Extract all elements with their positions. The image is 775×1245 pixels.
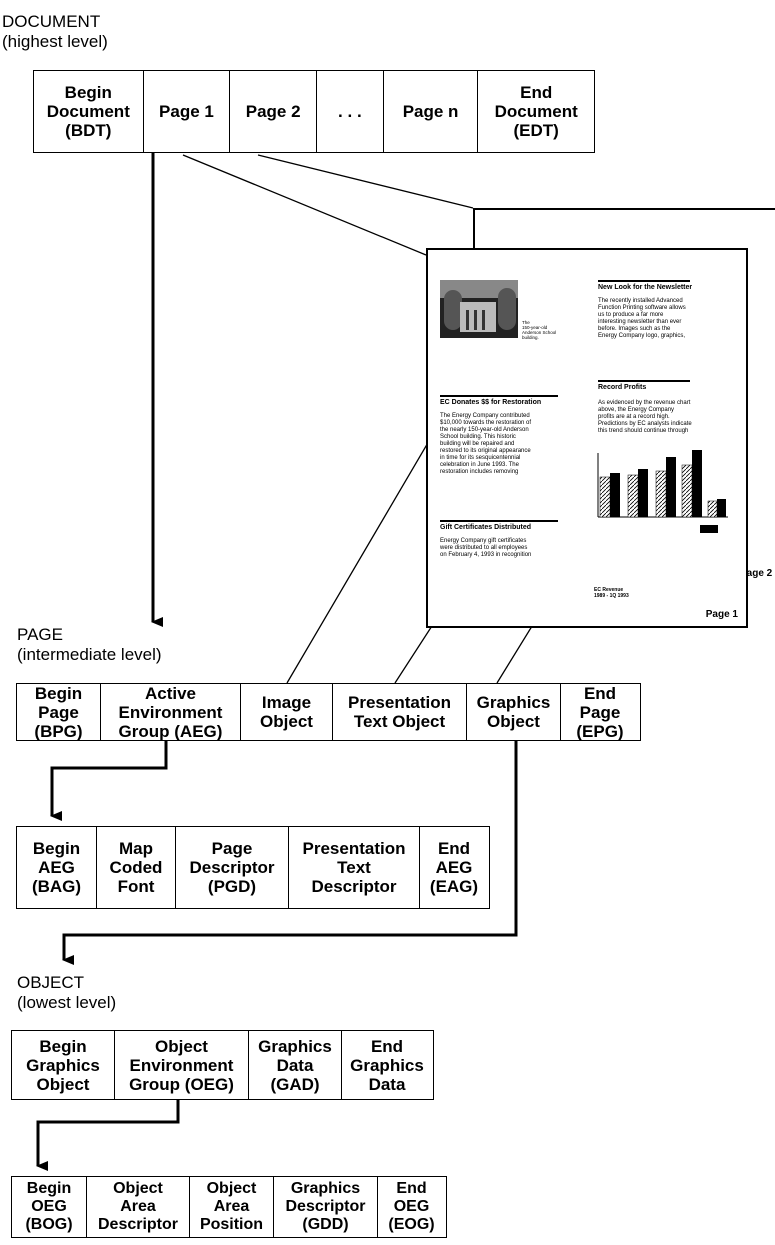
image-object-cell: Image Object — [241, 684, 333, 740]
chart-bar — [717, 499, 726, 517]
next-page-label: Page 2 — [740, 568, 773, 579]
rule-gift — [440, 520, 558, 522]
begin-graphics-object-cell: Begin Graphics Object — [12, 1031, 115, 1099]
heading-restoration: EC Donates $$ for Restoration — [440, 399, 542, 406]
text-restoration: The Energy Company contributed $10,000 t… — [440, 413, 532, 475]
chart-bar — [638, 469, 648, 517]
begin-oeg-cell: Begin OEG (BOG) — [12, 1177, 87, 1237]
page-row: Begin Page (BPG) Active Environment Grou… — [16, 683, 641, 741]
text-gift: Energy Company gift certificates were di… — [440, 538, 532, 558]
end-oeg-cell: End OEG (EOG) — [388, 1180, 435, 1233]
object-area-descriptor-cell: Object Area Descriptor — [87, 1177, 190, 1237]
begin-document-cell: Begin Document (BDT) — [34, 71, 144, 152]
heading-gift: Gift Certificates Distributed — [440, 524, 532, 531]
graphics-descriptor-cell: Graphics Descriptor (GDD) — [274, 1177, 378, 1237]
end-document-cell: End Document (EDT) — [494, 83, 578, 140]
end-page-cell: End Page (EPG) — [576, 683, 624, 741]
chart-bar — [681, 464, 693, 518]
aeg-row: Begin AEG (BAG) Map Coded Font Page Desc… — [16, 826, 490, 909]
line-page1-to-sheet — [182, 154, 427, 256]
rule-profits — [598, 380, 690, 382]
heading-newsletter: New Look for the Newsletter — [598, 284, 693, 291]
chart-bar — [599, 476, 611, 518]
active-environment-group-cell: Active Environment Group (AEG) — [101, 684, 241, 741]
oeg-row: Begin OEG (BOG) Object Area Descriptor O… — [11, 1176, 447, 1238]
object-level-label: OBJECT (lowest level) — [17, 973, 116, 1013]
page-number: Page 1 — [705, 609, 738, 620]
text-newsletter: The recently installed Advanced Function… — [598, 298, 686, 339]
object-environment-group-cell: Object Environment Group (OEG) — [115, 1031, 249, 1099]
photo-caption: The 150-year-old Anderson School buildin… — [522, 320, 557, 340]
end-graphics-data-cell: End Graphics Data — [350, 1036, 424, 1094]
page-2-cell: Page 2 — [230, 71, 317, 152]
graphics-data-cell: Graphics Data (GAD) — [249, 1031, 342, 1099]
rule-newsletter — [598, 280, 690, 282]
text-profits: As evidenced by the revenue chart above,… — [598, 400, 692, 434]
object-area-position-cell: Object Area Position — [190, 1177, 274, 1237]
arrow-graphics-to-object — [62, 740, 518, 965]
page-descriptor-cell: Page Descriptor (PGD) — [176, 827, 289, 908]
chart-bar — [666, 457, 676, 517]
page-n-cell: Page n — [384, 71, 479, 152]
arrow-oeg-to-detail — [36, 1098, 180, 1171]
object-level-subtitle: (lowest level) — [17, 993, 117, 1012]
mini-revenue-chart — [597, 450, 728, 533]
chart-legend — [700, 525, 718, 533]
chart-bar — [610, 473, 620, 517]
chart-bar — [707, 500, 718, 518]
page-level-subtitle: (intermediate level) — [17, 645, 162, 664]
map-coded-font-cell: Map Coded Font — [97, 827, 176, 908]
chart-bar — [655, 470, 667, 518]
begin-page-cell: Begin Page (BPG) — [17, 684, 101, 741]
object-level-title: OBJECT — [17, 973, 85, 992]
arrow-aeg-to-detail — [50, 740, 168, 821]
sample-page: The 150-year-old Anderson School buildin… — [426, 248, 748, 628]
building-photo — [440, 280, 518, 338]
page-level-title: PAGE — [17, 625, 63, 644]
document-level-subtitle: (highest level) — [2, 32, 108, 51]
chart-bar — [627, 474, 639, 518]
ellipsis-cell: . . . — [317, 71, 384, 152]
heading-profits: Record Profits — [598, 384, 647, 391]
end-aeg-cell: End AEG (EAG) — [429, 839, 479, 896]
object-row: Begin Graphics Object Object Environment… — [11, 1030, 434, 1100]
presentation-text-object-cell: Presentation Text Object — [333, 684, 467, 740]
line-page2-to-sheet — [257, 154, 474, 209]
document-level-title: DOCUMENT — [2, 12, 101, 31]
page-level-label: PAGE (intermediate level) — [17, 625, 162, 665]
document-row: Begin Document (BDT) Page 1 Page 2 . . .… — [33, 70, 595, 153]
page-1-cell: Page 1 — [144, 71, 231, 152]
rule-restoration — [440, 395, 558, 397]
chart-caption: EC Revenue 1989 - 1Q 1993 — [594, 587, 629, 599]
document-level-label: DOCUMENT (highest level) — [2, 12, 108, 52]
graphics-object-cell: Graphics Object — [467, 684, 561, 740]
chart-bar — [692, 450, 702, 517]
presentation-text-descriptor-cell: Presentation Text Descriptor — [289, 827, 420, 908]
begin-aeg-cell: Begin AEG (BAG) — [17, 827, 97, 908]
